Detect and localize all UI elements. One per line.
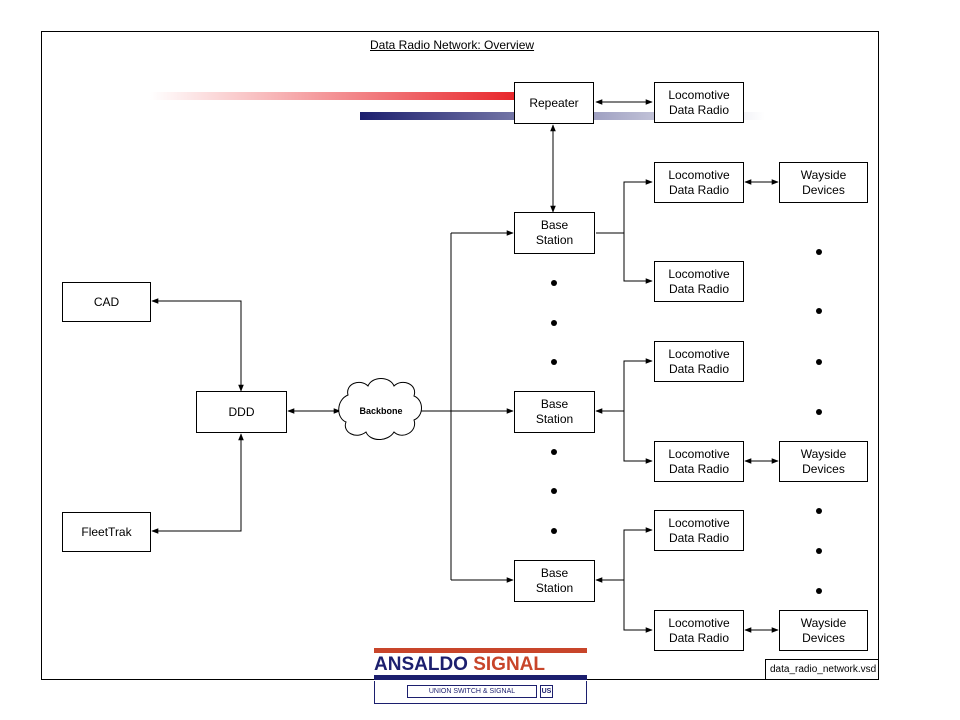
- loco-radio-repeater: Locomotive Data Radio: [654, 82, 744, 123]
- ellipsis-dot: [816, 308, 822, 314]
- filename-label: data_radio_network.vsd: [765, 659, 879, 680]
- cad-label: CAD: [93, 294, 120, 309]
- cad-ddd-link: [151, 298, 244, 392]
- base-station-2-label: Base Station: [535, 397, 574, 426]
- us-mark-icon: US: [540, 685, 553, 698]
- base2-loco-b: [623, 411, 653, 464]
- wayside-label: Wayside Devices: [800, 446, 847, 476]
- red-signal-bar: [150, 92, 515, 100]
- loco-radio-label: Locomotive Data Radio: [668, 346, 730, 376]
- base3-loco-b: [623, 580, 653, 633]
- loco-radio-label: Locomotive Data Radio: [668, 615, 730, 645]
- loco-radio-label: Locomotive Data Radio: [668, 446, 730, 476]
- ellipsis-dot: [551, 320, 557, 326]
- loco-radio-3b: Locomotive Data Radio: [654, 610, 744, 651]
- logo-subtitle: UNION SWITCH & SIGNAL: [407, 685, 537, 698]
- loco-radio-label: Locomotive Data Radio: [668, 266, 730, 296]
- wayside-devices-1: Wayside Devices: [779, 162, 868, 203]
- ellipsis-dot: [551, 528, 557, 534]
- repeater-node: Repeater: [514, 82, 594, 124]
- base1-loco-a: [623, 179, 653, 233]
- loco-radio-3a: Locomotive Data Radio: [654, 510, 744, 551]
- wayside-devices-2: Wayside Devices: [779, 441, 868, 482]
- ellipsis-dot: [816, 508, 822, 514]
- logo-word-signal: SIGNAL: [473, 654, 546, 675]
- ellipsis-dot: [551, 280, 557, 286]
- logo-top-stripe: [374, 648, 587, 653]
- base1-loco-b: [623, 233, 653, 284]
- logo-border-right: [586, 681, 587, 704]
- fleettrak-label: FleetTrak: [81, 524, 132, 539]
- logo-border-bottom: [374, 703, 587, 704]
- logo-bottom-stripe: [374, 675, 587, 680]
- base-station-1-label: Base Station: [535, 218, 574, 247]
- backbone-cloud: Backbone: [350, 400, 412, 422]
- ellipsis-dot: [551, 488, 557, 494]
- loco-radio-1b: Locomotive Data Radio: [654, 261, 744, 302]
- wayside-label: Wayside Devices: [800, 167, 847, 197]
- ansaldo-signal-logo: ANSALDO SIGNAL UNION SWITCH & SIGNAL US: [374, 648, 587, 704]
- ellipsis-dot: [816, 548, 822, 554]
- backbone-label: Backbone: [359, 405, 403, 416]
- repeater-label: Repeater: [529, 95, 579, 110]
- base-station-2: Base Station: [514, 391, 595, 433]
- logo-wordmark: ANSALDO SIGNAL: [374, 654, 587, 675]
- fleettrak-ddd-link: [151, 433, 244, 534]
- base-station-1: Base Station: [514, 212, 595, 254]
- wayside-devices-3: Wayside Devices: [779, 610, 868, 651]
- wayside-label: Wayside Devices: [800, 615, 847, 645]
- base2-loco-a: [623, 358, 653, 411]
- backbone-cloud-shape: [338, 378, 422, 440]
- base-station-3-label: Base Station: [535, 566, 574, 595]
- ddd-node: DDD: [196, 391, 287, 433]
- fleettrak-node: FleetTrak: [62, 512, 151, 552]
- loco-radio-1a: Locomotive Data Radio: [654, 162, 744, 203]
- loco-radio-label: Locomotive Data Radio: [668, 515, 730, 545]
- ddd-label: DDD: [228, 404, 255, 419]
- page-title: Data Radio Network: Overview: [370, 38, 535, 52]
- loco-radio-label: Locomotive Data Radio: [668, 87, 730, 117]
- ellipsis-dot: [816, 588, 822, 594]
- loco-radio-label: Locomotive Data Radio: [668, 167, 730, 197]
- ellipsis-dot: [816, 359, 822, 365]
- ellipsis-dot: [816, 409, 822, 415]
- loco-radio-2b: Locomotive Data Radio: [654, 441, 744, 482]
- ellipsis-dot: [551, 359, 557, 365]
- loco-radio-2a: Locomotive Data Radio: [654, 341, 744, 382]
- logo-border-left: [374, 681, 375, 704]
- ellipsis-dot: [816, 249, 822, 255]
- ellipsis-dot: [551, 449, 557, 455]
- logo-word-ansaldo: ANSALDO: [374, 654, 468, 675]
- base-station-3: Base Station: [514, 560, 595, 602]
- cad-node: CAD: [62, 282, 151, 322]
- base3-loco-a: [623, 527, 653, 580]
